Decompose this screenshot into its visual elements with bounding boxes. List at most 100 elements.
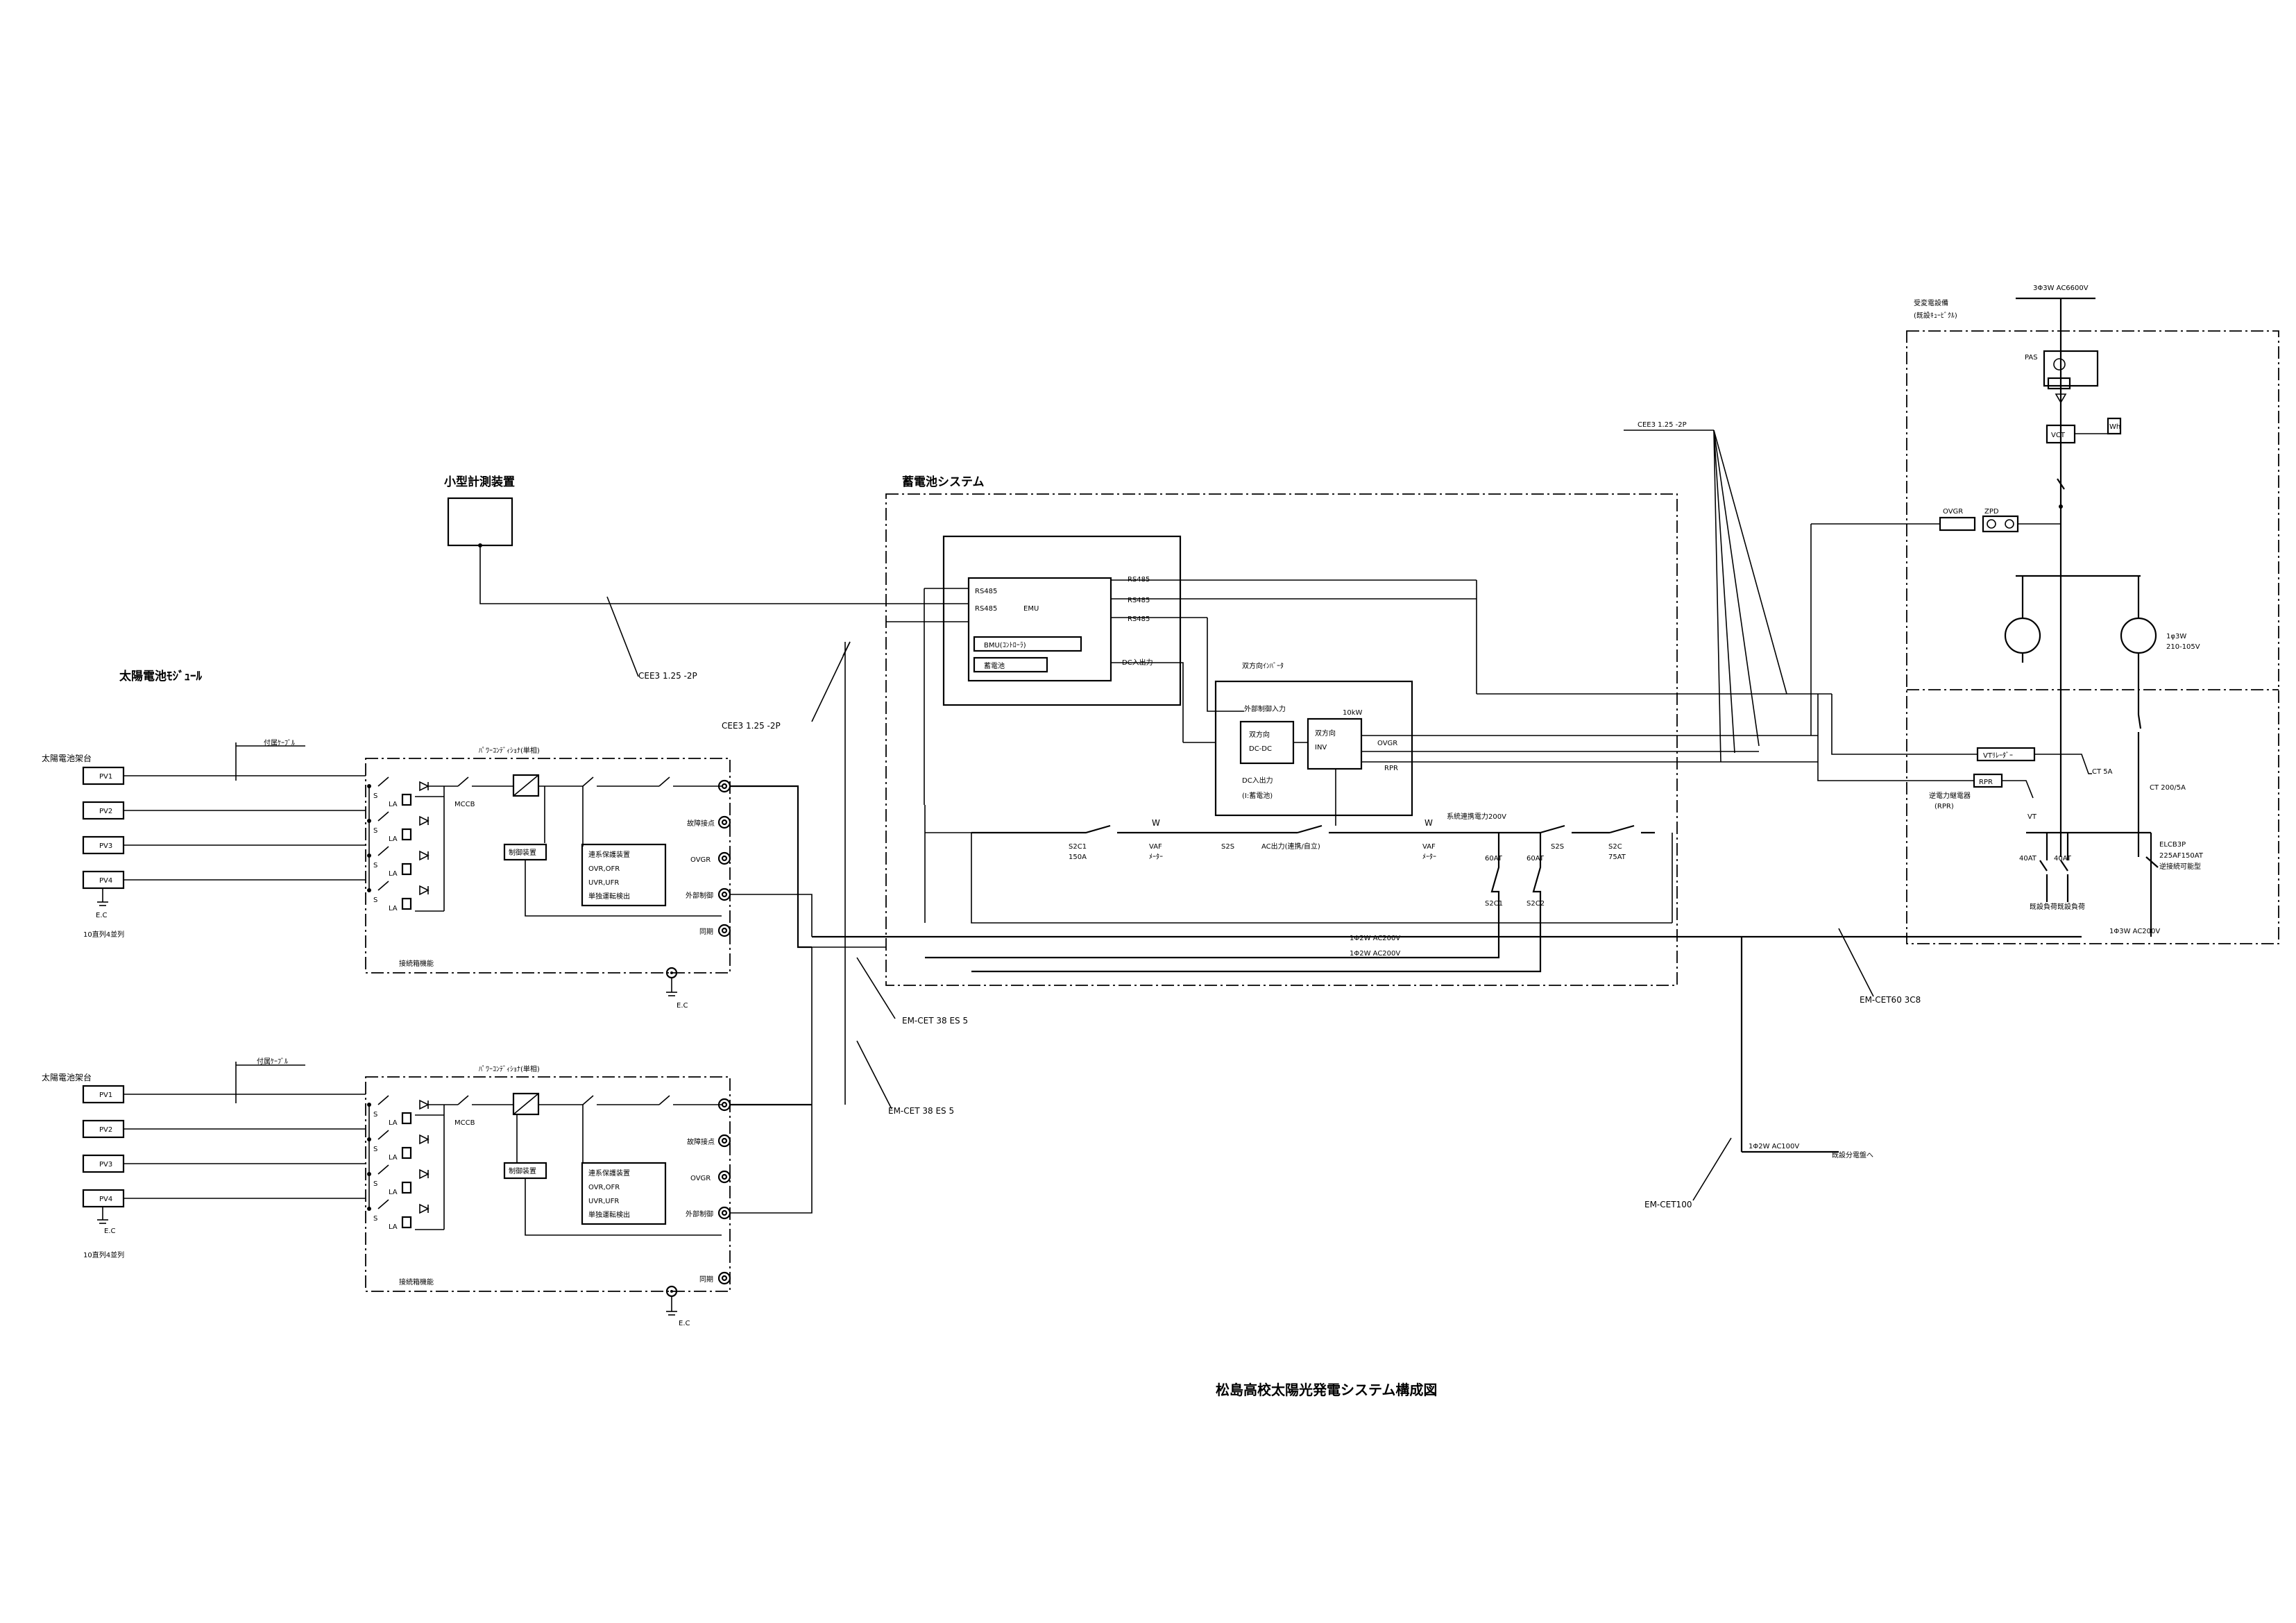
array2-pcs-earth: E.C (679, 1320, 690, 1327)
svg-text:S: S (373, 897, 377, 904)
brk-s2c-1: S2C (1608, 843, 1622, 851)
substation-boundary (1906, 330, 2279, 944)
bidir-kw: 10kW (1343, 709, 1363, 717)
svg-text:S: S (373, 1146, 377, 1153)
array2-mccb: MCCB (454, 1119, 475, 1127)
svg-text:PV3: PV3 (99, 842, 112, 850)
svg-text:S: S (373, 827, 377, 835)
pas-box (2043, 350, 2099, 387)
vct-label: VCT (2051, 432, 2066, 439)
pv-section-label: 太陽電池ﾓｼﾞｭｰﾙ (119, 669, 202, 683)
svg-text:PV2: PV2 (99, 1126, 112, 1134)
svg-text:OVGR: OVGR (690, 856, 711, 864)
w-meter-2: W (1425, 818, 1433, 828)
cable-label-c6: EM-CET60 3C8 (1860, 995, 1921, 1005)
svg-text:OVR,OFR: OVR,OFR (588, 865, 620, 873)
ems-row-battery-text: 蓄電池 (984, 661, 1005, 670)
svg-text:連系保護装置: 連系保護装置 (588, 850, 630, 859)
feed-1: 既設負荷 (2030, 902, 2057, 911)
svg-text:同期: 同期 (699, 1275, 713, 1284)
array1-inverter (512, 774, 540, 797)
cable-label-c1: CEE3 1.25 -2P (638, 671, 697, 681)
pas-label: PAS (2025, 354, 2038, 362)
svg-text:連系保護装置: 連系保護装置 (588, 1169, 630, 1178)
sub-rpr: RPR (1979, 779, 1993, 786)
array2-board: 接続箱機能 (399, 1277, 434, 1286)
bidir-box (1214, 680, 1413, 817)
bus-1: 1Φ2W AC200V (1350, 935, 1400, 942)
svg-text:単独運転検出: 単独運転検出 (588, 1210, 630, 1219)
sub-bus: 1Φ3W AC200V (2109, 928, 2160, 935)
bidir-inv-1: 双方向 (1315, 729, 1336, 738)
bidir-dcdc-box (1239, 720, 1295, 765)
svg-text:PV2: PV2 (99, 808, 112, 815)
bus-2: 1Φ2W AC200V (1350, 950, 1400, 958)
rev-relay-2: (RPR) (1934, 803, 1954, 810)
bidir-label: 双方向ｲﾝﾊﾞｰﾀ (1242, 661, 1284, 670)
wh-box (2107, 417, 2122, 435)
svg-text:LA: LA (389, 835, 398, 843)
w2-1: VAF (1422, 843, 1436, 851)
bidir-inv-box (1307, 717, 1363, 770)
svg-text:LA: LA (389, 905, 398, 912)
cable-label-c5: EM-CET 38 ES 5 (888, 1106, 954, 1116)
array2-relay-box (581, 1162, 667, 1225)
cable-label-c4: EM-CET 38 ES 5 (902, 1016, 968, 1026)
array2-terminals: 故障接点 OVGR 外部制御 同期 (686, 1098, 731, 1285)
brk-a: 40AT (2019, 855, 2037, 863)
bidir-rpr: RPR (1384, 765, 1398, 772)
svg-text:故障接点: 故障接点 (687, 1137, 715, 1146)
array1-mccb: MCCB (454, 801, 475, 808)
svg-text:同期: 同期 (699, 928, 713, 936)
bidir-ac-out: AC出力(連携/自立) (1261, 842, 1320, 851)
array1-cable: 付属ｹｰﾌﾞﾙ (264, 738, 295, 747)
svg-text:PV3: PV3 (99, 1161, 112, 1169)
brk-r2-1: 60AT (1527, 855, 1545, 863)
ems-port-right-3: RS485 (1128, 615, 1150, 623)
ems-row-bmu (973, 636, 1082, 652)
transformer-2 (2120, 617, 2157, 654)
ct2: CT 200/5A (2150, 784, 2186, 792)
svg-text:単独運転検出: 単独運転検出 (588, 892, 630, 901)
svg-text:外部制御: 外部制御 (686, 891, 713, 900)
ems-box (967, 577, 1112, 682)
bidir-dcio-2: (I:蓄電池) (1242, 791, 1273, 800)
ems-row-battery (973, 656, 1048, 673)
tr-label-1: 1φ3W (2166, 633, 2186, 640)
brk-s2c-2: 75AT (1608, 853, 1626, 861)
array2-panels: PV1 PV2 PV3 PV4 (82, 1085, 125, 1208)
pv-array-1: 太陽電池架台 付属ｹｰﾌﾞﾙ PV1 PV2 PV3 PV4 E.C 10直列4… (42, 738, 813, 1010)
w2-2: ﾒｰﾀｰ (1422, 853, 1436, 861)
vt-relay: VTﾘﾚｰﾀﾞｰ (1983, 751, 2013, 760)
array2-series: 10直列4並列 (83, 1250, 124, 1259)
array2-pcs-label: ﾊﾟﾜｰｺﾝﾃﾞｨｼｮﾅ(単相) (479, 1064, 540, 1073)
ems-port-left-1: RS485 (975, 588, 997, 595)
supply-label: 3Φ3W AC6600V (2033, 284, 2089, 292)
sub-ct: CT 5A (2092, 768, 2113, 776)
elcb-2: 225AF150AT (2159, 852, 2204, 860)
bidir-dcdc-1: 双方向 (1249, 730, 1270, 739)
cable-label-c9: 既設分電盤へ (1832, 1150, 1873, 1159)
battery-system-boundary (885, 493, 1678, 986)
array1-ctrl: 制御装置 (509, 848, 536, 857)
diagram-title: 松島高校太陽光発電システム構成図 (1216, 1382, 1437, 1398)
svg-text:S: S (373, 862, 377, 869)
bidir-dcio-1: DC入出力 (1242, 776, 1273, 785)
array2-pcs-boundary (365, 1076, 731, 1292)
w-meter-1: W (1152, 818, 1160, 828)
substation-label-2: (既設ｷｭｰﾋﾞｸﾙ) (1914, 311, 1957, 320)
array1-earth: E.C (96, 912, 107, 919)
ems-port-left-2: RS485 (975, 605, 997, 613)
small-meter-label: 小型計測装置 (444, 475, 515, 489)
svg-text:LA: LA (389, 870, 398, 878)
svg-text:S: S (373, 1111, 377, 1119)
brk-s2s-b: S2S (1551, 843, 1564, 851)
elcb-3: 逆接続可能型 (2159, 862, 2201, 871)
svg-text:UVR,UFR: UVR,UFR (588, 1198, 619, 1205)
transformer-1 (2004, 617, 2041, 654)
rev-relay-1: 逆電力継電器 (1929, 791, 1971, 800)
cable-label-c8: 1Φ2W AC100V (1749, 1143, 1799, 1150)
array1-pcs-label: ﾊﾟﾜｰｺﾝﾃﾞｨｼｮﾅ(単相) (479, 746, 540, 755)
elcb-1: ELCB3P (2159, 841, 2186, 849)
